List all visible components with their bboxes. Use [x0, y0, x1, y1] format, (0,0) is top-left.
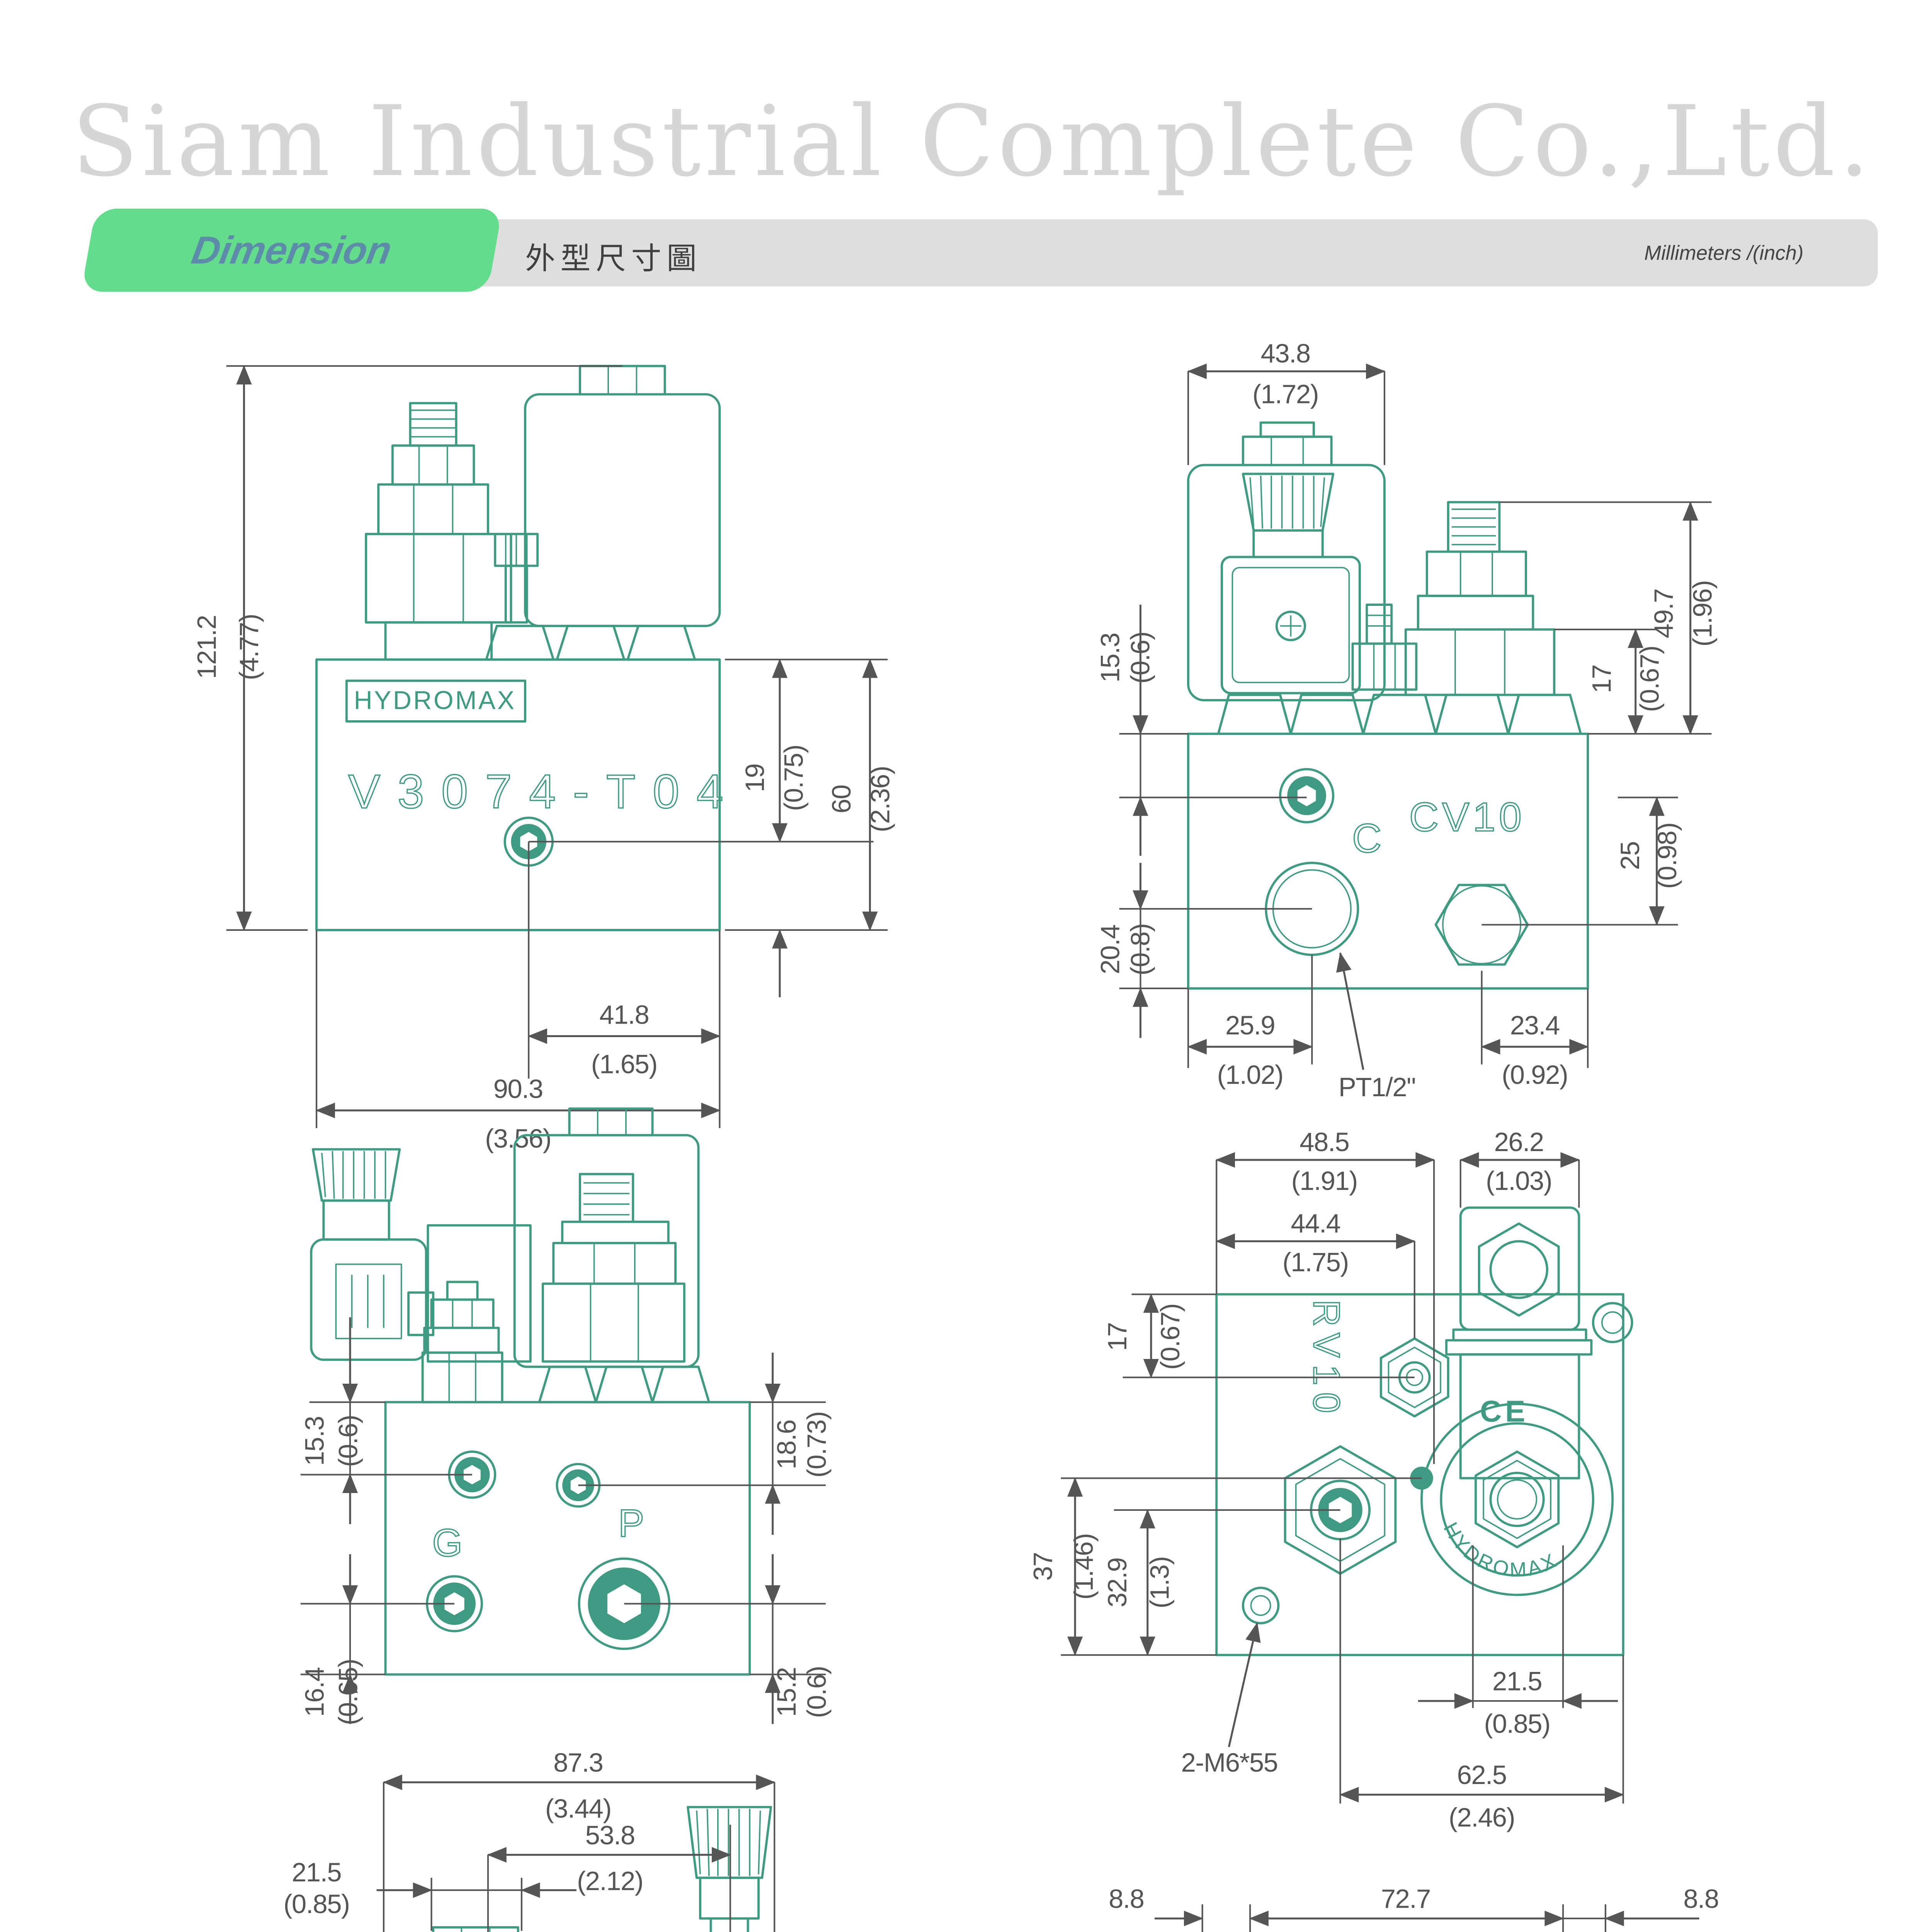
- dim-text: (1.02): [1217, 1060, 1283, 1090]
- cv10-dimensions: 43.8 (1.72) 15.3 (0.6) 20.4 (0.8) 49.7 (…: [1095, 338, 1718, 1102]
- dim-text: 87.3: [553, 1748, 603, 1777]
- dim-text: 25: [1615, 842, 1645, 870]
- dim-text: 21.5: [1492, 1667, 1542, 1696]
- drawing-tp-face: T P 8.8 (0.35) 72.7 (2.86) 8.8 (0.35) 28…: [1109, 1884, 1719, 1932]
- v3074-labels: HYDROMAX V3074-T04: [348, 686, 724, 819]
- cv10-geometry: [1187, 421, 1589, 990]
- dim-text: 18.6: [772, 1420, 801, 1469]
- thread-hatch: [583, 1182, 630, 1216]
- dim-text: (1.75): [1282, 1247, 1349, 1277]
- banner-title-cjk: 外型尺寸圖: [525, 242, 702, 276]
- sol-geometry: [432, 1806, 772, 1932]
- dim-text: (1.96): [1688, 580, 1718, 646]
- dim-text: 17: [1102, 1323, 1132, 1351]
- dim-text: 8.8: [1109, 1884, 1144, 1914]
- dim-text: 62.5: [1457, 1760, 1507, 1790]
- dim-text: (1.3): [1145, 1556, 1175, 1608]
- port-p-label: P: [618, 1502, 644, 1545]
- dim-text: 21.5: [292, 1857, 341, 1887]
- dimension-tab: Dimension: [81, 208, 503, 292]
- dim-text: (0.73): [802, 1412, 832, 1478]
- dim-text: (1.72): [1252, 379, 1318, 409]
- dim-text: 48.5: [1299, 1127, 1349, 1157]
- knurl-hatch: [696, 1809, 761, 1876]
- dim-text: 60: [827, 785, 856, 814]
- dim-text: 25.9: [1225, 1010, 1275, 1040]
- dim-text: (0.85): [284, 1889, 350, 1919]
- tp-dimensions: 8.8 (0.35) 72.7 (2.86) 8.8 (0.35) 28.5 (…: [1109, 1884, 1719, 1932]
- dim-text: 49.7: [1649, 589, 1679, 638]
- dim-text: 19: [740, 764, 770, 793]
- dim-text: (4.77): [234, 614, 264, 680]
- dim-text: 23.4: [1510, 1010, 1560, 1040]
- cv10-labels: C CV10: [1352, 794, 1525, 862]
- dim-text: 32.9: [1102, 1558, 1132, 1607]
- dim-text: 121.2: [192, 615, 221, 679]
- dimension-tab-label: Dimension: [188, 228, 395, 272]
- company-watermark: Siam Industrial Complete Co.,Ltd.: [71, 85, 1873, 198]
- dim-text: 53.8: [585, 1820, 635, 1850]
- dim-text: (0.65): [333, 1659, 363, 1725]
- dim-text: 41.8: [599, 1000, 649, 1030]
- dim-text: (2.12): [577, 1866, 643, 1896]
- dim-text: (0.8): [1125, 923, 1155, 975]
- knurl-hatch: [1249, 475, 1325, 529]
- ce-mark: CE: [1480, 1395, 1529, 1428]
- dim-text: (0.67): [1634, 646, 1664, 712]
- dim-text: (0.92): [1502, 1060, 1568, 1090]
- model-label: V3074-T04: [348, 765, 723, 818]
- dim-text: (3.44): [545, 1794, 611, 1823]
- drawing-cv10-face: C CV10 43.8 (1.72) 15.3 (0.6) 20.4 (0.8)…: [1095, 338, 1718, 1102]
- drawing-gp-face: G P 15.3 (0.6) 16.4 (0.65) 18.6 (0.73) 1…: [299, 1107, 832, 1725]
- model-label: RV10: [1306, 1299, 1347, 1420]
- sol-dimensions: 87.3 (3.44) 53.8 (2.12) 21.5 (0.85) 62.7…: [284, 1748, 776, 1932]
- dim-text: (1.46): [1069, 1534, 1099, 1600]
- dim-text: 15.3: [299, 1416, 329, 1466]
- port-c-label: C: [1352, 816, 1381, 861]
- dim-text: 72.7: [1381, 1884, 1430, 1914]
- drawing-v3074-front: HYDROMAX V3074-T04 121.2 (4.77) 19 (0.75…: [192, 365, 895, 1153]
- drawing-solenoid-side: 87.3 (3.44) 53.8 (2.12) 21.5 (0.85) 62.7…: [284, 1748, 776, 1932]
- dim-text: 16.4: [299, 1667, 329, 1717]
- thread-label: PT1/2": [1338, 1072, 1415, 1102]
- bolt-note: 2-M6*55: [1181, 1748, 1278, 1777]
- gp-geometry: [310, 1107, 751, 1676]
- dim-text: (0.6): [802, 1666, 832, 1718]
- dim-text: (1.91): [1291, 1166, 1357, 1196]
- dim-text: 44.4: [1291, 1208, 1340, 1238]
- port-g-label: G: [432, 1521, 463, 1565]
- dim-text: (0.6): [333, 1415, 363, 1467]
- gp-labels: G P: [432, 1501, 645, 1565]
- dim-text: 37: [1028, 1553, 1058, 1581]
- dim-text: 43.8: [1261, 338, 1310, 368]
- rv10-geometry: [1215, 1206, 1633, 1656]
- knurl-hatch: [321, 1151, 386, 1199]
- dim-text: 8.8: [1683, 1884, 1718, 1914]
- dim-text: 26.2: [1494, 1127, 1544, 1157]
- dim-text: (0.85): [1484, 1709, 1550, 1738]
- drawing-rv10-face: RV10 CE HYDROMAX 48.5 (1.91) 44.4 (1.75)…: [1028, 1127, 1633, 1832]
- v3074-geometry: [315, 365, 721, 931]
- brand-label: HYDROMAX: [354, 686, 516, 715]
- dim-text: (1.65): [591, 1049, 657, 1079]
- dim-text: 17: [1587, 665, 1617, 693]
- dim-text: (0.98): [1652, 823, 1682, 889]
- units-note: Millimeters /(inch): [1644, 244, 1804, 265]
- dim-text: (2.46): [1449, 1803, 1515, 1832]
- dim-text: (1.03): [1486, 1166, 1552, 1196]
- dim-text: 15.2: [772, 1667, 801, 1717]
- thread-hatch: [1451, 509, 1496, 546]
- dim-text: (0.6): [1125, 632, 1155, 684]
- dim-text: 90.3: [493, 1074, 543, 1104]
- dim-text: 20.4: [1095, 925, 1125, 974]
- dim-text: 15.3: [1095, 633, 1125, 682]
- rv10-dimensions: 48.5 (1.91) 44.4 (1.75) 26.2 (1.03) 17 (…: [1028, 1127, 1624, 1832]
- gp-dimensions: 15.3 (0.6) 16.4 (0.65) 18.6 (0.73) 15.2 …: [299, 1317, 832, 1725]
- dim-text: (0.75): [779, 745, 809, 811]
- model-label: CV10: [1409, 795, 1525, 840]
- dim-text: (2.36): [866, 766, 895, 832]
- dim-text: (0.67): [1155, 1304, 1185, 1370]
- v3074-dimensions: 121.2 (4.77) 19 (0.75) 60 (2.36) 41.8 (1…: [192, 365, 895, 1153]
